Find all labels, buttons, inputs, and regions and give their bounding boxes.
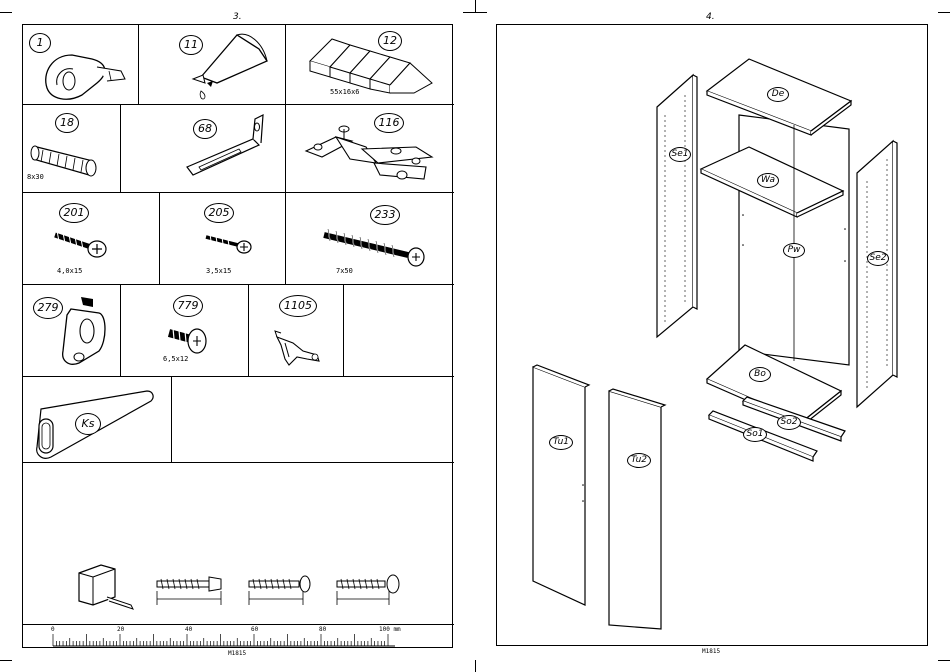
ruler-label: 20	[117, 626, 124, 633]
page-number-left: 3.	[233, 12, 242, 22]
empty-cell	[344, 285, 454, 377]
euro-screw-233-icon	[322, 227, 432, 267]
assembly-diagram-frame: De Wa Se1 Se2 Pw Bo So2 So1 Tu1 Tu2	[496, 24, 928, 646]
ruler-ticks	[53, 625, 395, 647]
footer-code-right: M1815	[702, 648, 720, 655]
panel-label-bo: Bo	[749, 367, 771, 382]
angle-bracket-icon	[177, 111, 297, 191]
crop-mark	[0, 12, 12, 13]
glue-bottle-icon	[189, 29, 279, 99]
panel-label-de: De	[767, 87, 789, 102]
crop-mark	[475, 660, 476, 672]
ruler-label: 100 mm	[379, 626, 401, 633]
screw-779-icon	[165, 323, 225, 357]
panel-label-se1: Se1	[669, 147, 691, 162]
ruler-tick-marks	[53, 625, 395, 647]
screw-205-icon	[204, 231, 274, 261]
part-cell-205: 205 3,5x15	[160, 193, 286, 285]
part-size-label: 7x50	[336, 267, 353, 275]
part-cell-12: 12 55x16x6	[286, 25, 454, 105]
panel-label-so1: So1	[743, 427, 767, 442]
ruler-label: 40	[185, 626, 192, 633]
crop-mark	[463, 12, 487, 13]
tools-section	[23, 463, 454, 625]
wooden-dowel-icon	[31, 137, 111, 177]
panel-label-pw: Pw	[783, 243, 805, 258]
crop-mark	[938, 12, 950, 13]
ruler-label: 0	[51, 626, 55, 633]
wardrobe-exploded-view	[497, 25, 929, 647]
rail-holder-icon	[45, 291, 115, 371]
panel-label-so2: So2	[777, 415, 801, 430]
tape-measure-icon	[71, 559, 151, 619]
part-size-label: 4,0x15	[57, 267, 82, 275]
part-size-label: 8x30	[27, 173, 44, 181]
crop-mark	[938, 660, 950, 661]
empty-cell	[172, 377, 454, 463]
part-size-label: 55x16x6	[330, 88, 360, 96]
part-cell-233: 233 7x50	[286, 193, 454, 285]
crop-mark	[475, 0, 476, 12]
crop-mark	[0, 660, 12, 661]
panel-label-tu1: Tu1	[549, 435, 573, 450]
wedge-shims-icon	[304, 31, 444, 91]
footer-code-left: M1815	[228, 650, 246, 657]
part-cell-68: 68	[121, 105, 286, 193]
part-cell-ks: Ks	[23, 377, 172, 463]
part-number-badge: 18	[55, 113, 79, 133]
screw-length-diagram-icon	[153, 561, 413, 611]
panel-label-wa: Wa	[757, 173, 779, 188]
page-number-right: 4.	[706, 12, 715, 22]
part-number-badge: 233	[370, 205, 400, 225]
part-cell-279: 279	[23, 285, 121, 377]
part-cell-116: 116	[286, 105, 454, 193]
part-size-label: 3,5x15	[206, 267, 231, 275]
ruler-label: 60	[251, 626, 258, 633]
ruler: 0 20 40 60 80 100 mm	[23, 625, 454, 647]
part-cell-1: 1	[23, 25, 139, 105]
panel-label-se2: Se2	[867, 251, 889, 266]
part-cell-18: 18 8x30	[23, 105, 121, 193]
shelf-support-icon	[267, 323, 337, 373]
screw-201-icon	[51, 229, 121, 269]
parts-list-frame: 1 11 12 55x16	[22, 24, 453, 648]
part-number-badge: 201	[59, 203, 89, 223]
part-size-label: 6,5x12	[163, 355, 188, 363]
part-cell-1105: 1105	[249, 285, 344, 377]
part-cell-201: 201 4,0x15	[23, 193, 160, 285]
hinge-icon	[296, 107, 456, 187]
part-number-badge: Ks	[75, 413, 101, 435]
part-number-badge: 779	[173, 295, 203, 317]
part-number-badge: 205	[204, 203, 234, 223]
part-cell-11: 11	[139, 25, 286, 105]
panel-label-tu2: Tu2	[627, 453, 651, 468]
ruler-label: 80	[319, 626, 326, 633]
part-number-badge: 1105	[279, 295, 317, 317]
part-cell-779: 779 6,5x12	[121, 285, 249, 377]
cam-lock-icon	[37, 33, 127, 103]
